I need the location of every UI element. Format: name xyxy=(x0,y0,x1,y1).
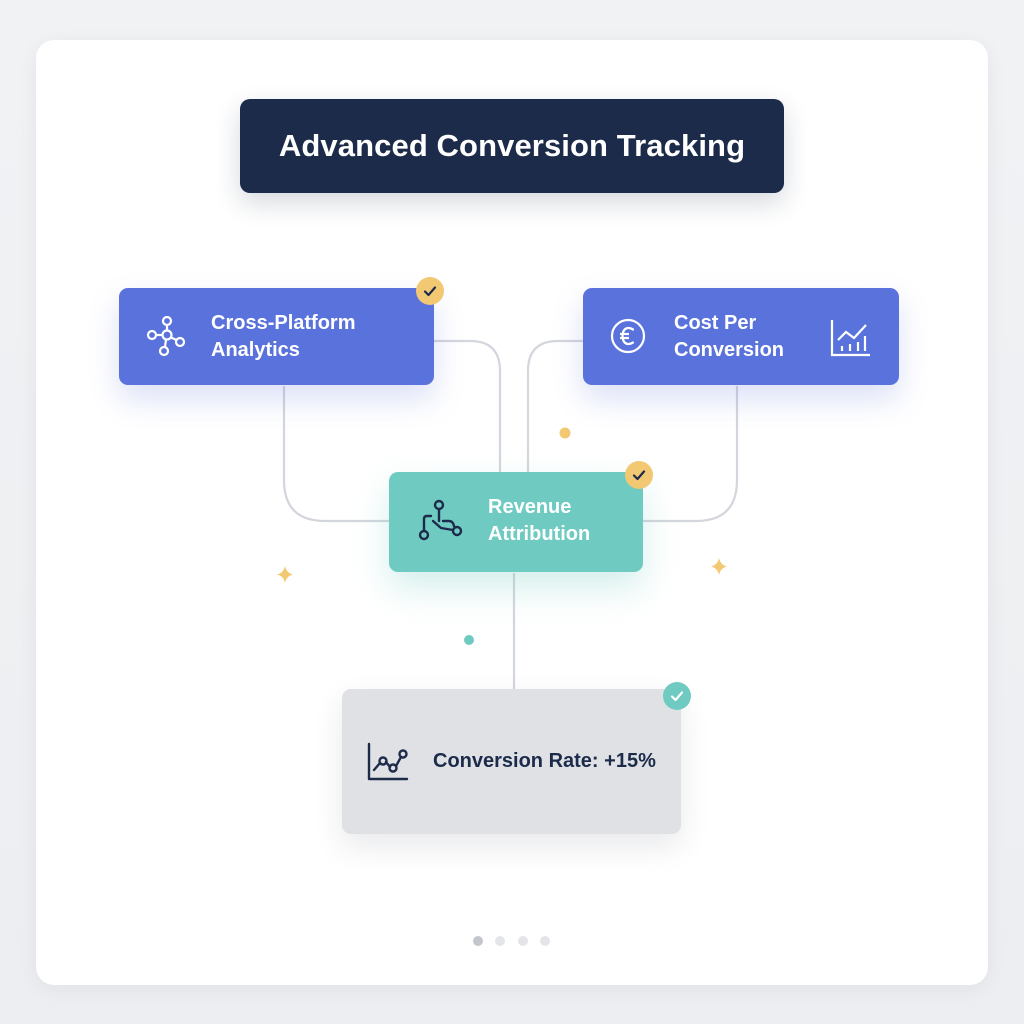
node-conversion-rate[interactable]: Conversion Rate: +15% xyxy=(342,689,681,834)
node-revenue-attribution[interactable]: Revenue Attribution xyxy=(389,472,643,572)
node-label: Cross-Platform Analytics xyxy=(211,312,356,361)
page-dot-4[interactable] xyxy=(540,936,550,946)
check-badge xyxy=(625,461,653,489)
checkmark-icon xyxy=(670,691,684,702)
check-badge xyxy=(663,682,691,710)
checkmark-icon xyxy=(632,470,646,481)
page-title: Advanced Conversion Tracking xyxy=(240,99,784,193)
node-cross-platform-analytics[interactable]: Cross-Platform Analytics xyxy=(119,288,434,385)
route-path-icon xyxy=(417,499,465,551)
connector-right-bottom xyxy=(643,386,739,523)
line-chart-icon xyxy=(366,742,410,790)
connector-right-top xyxy=(526,339,584,474)
page-dot-2[interactable] xyxy=(495,936,505,946)
conversion-rate-label: Conversion Rate: +15% xyxy=(433,750,656,772)
page-dot-1[interactable] xyxy=(473,936,483,946)
connector-left-bottom xyxy=(282,386,390,523)
euro-icon xyxy=(610,318,646,362)
node-label: Cost Per Conversion xyxy=(674,312,785,361)
page-dot-3[interactable] xyxy=(518,936,528,946)
decor-dot-teal xyxy=(464,635,474,645)
node-cost-per-conversion[interactable]: Cost Per Conversion xyxy=(583,288,899,385)
title-text: Advanced Conversion Tracking xyxy=(278,128,746,163)
checkmark-icon xyxy=(423,286,437,297)
connector-left-top xyxy=(434,339,502,474)
sparkle-icon xyxy=(277,566,293,583)
check-badge xyxy=(416,277,444,305)
decor-dot-yellow xyxy=(559,427,571,439)
bar-chart-trend-icon xyxy=(829,318,871,366)
sparkle-icon xyxy=(711,558,727,575)
node-label: Revenue Attribution xyxy=(488,496,591,545)
network-nodes-icon xyxy=(145,315,189,366)
